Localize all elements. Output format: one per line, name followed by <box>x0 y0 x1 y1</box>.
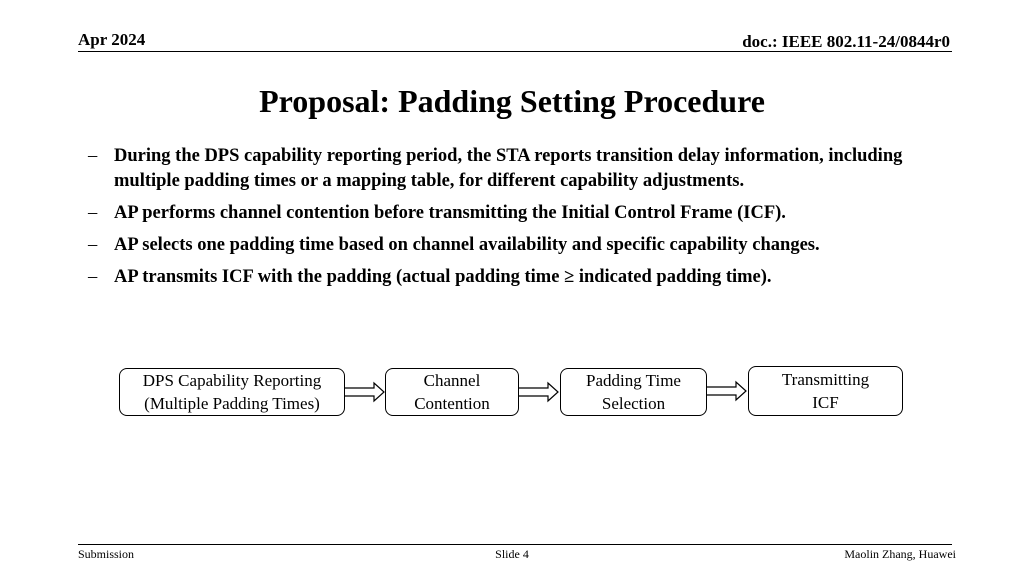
flow-step-line: ICF <box>812 393 839 412</box>
bullet-item: – During the DPS capability reporting pe… <box>88 144 968 194</box>
flow-step-dps-capability-reporting: DPS Capability Reporting (Multiple Paddi… <box>119 368 345 416</box>
flow-step-line: Transmitting <box>781 370 870 389</box>
bullet-dash: – <box>88 267 98 287</box>
footer-divider <box>78 544 952 545</box>
flow-step-channel-contention: Channel Contention <box>385 368 519 416</box>
double-arrow-icon <box>345 381 385 403</box>
footer-author: Maolin Zhang, Huawei <box>844 547 956 561</box>
header-divider <box>78 51 952 52</box>
flow-step-line: Channel <box>423 371 481 390</box>
bullet-dash: – <box>88 146 98 166</box>
bullet-text: During the DPS capability reporting peri… <box>114 146 903 191</box>
bullet-text: AP performs channel contention before tr… <box>114 203 786 223</box>
header-doc-id: doc.: IEEE 802.11-24/0844r0 <box>742 32 950 51</box>
bullet-text: AP selects one padding time based on cha… <box>114 235 820 255</box>
flow-step-line: Contention <box>414 394 490 413</box>
slide-title: Proposal: Padding Setting Procedure <box>259 83 765 119</box>
flow-step-line: Padding Time <box>586 371 681 390</box>
double-arrow-icon <box>707 380 747 402</box>
bullet-text: AP transmits ICF with the padding (actua… <box>114 267 772 287</box>
bullet-item: – AP selects one padding time based on c… <box>88 233 968 258</box>
double-arrow-icon <box>519 381 559 403</box>
footer-slide-number: Slide 4 <box>495 547 529 561</box>
flow-step-line: DPS Capability Reporting <box>142 371 322 390</box>
bullet-item: – AP transmits ICF with the padding (act… <box>88 265 968 290</box>
flow-step-line: (Multiple Padding Times) <box>144 394 320 413</box>
flow-step-padding-time-selection: Padding Time Selection <box>560 368 707 416</box>
footer-submission: Submission <box>78 547 135 561</box>
bullet-list: – During the DPS capability reporting pe… <box>88 144 968 297</box>
bullet-dash: – <box>88 203 98 223</box>
flow-step-transmitting-icf: Transmitting ICF <box>748 366 903 416</box>
bullet-dash: – <box>88 235 98 255</box>
flow-step-line: Selection <box>601 394 666 413</box>
header-date: Apr 2024 <box>78 30 146 49</box>
bullet-item: – AP performs channel contention before … <box>88 201 968 226</box>
